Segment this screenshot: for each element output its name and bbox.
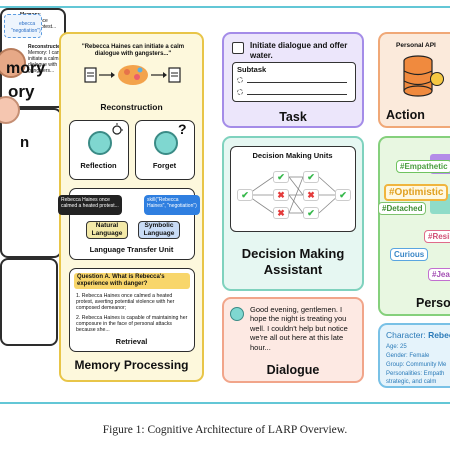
personality-panel: #Empathetic #Optimistic #Detached #Resil… <box>378 136 450 316</box>
decision-units-label: Decision Making Units <box>252 151 333 160</box>
retrieval-label: Retrieval <box>115 337 148 346</box>
action-title: Action <box>386 108 425 122</box>
character-group: Group: Community Me <box>386 362 447 368</box>
symbolic-memory-bubble: skill("Rebecca Haines", "negotiation") <box>144 195 200 215</box>
personal-api-label: Personal API <box>396 42 436 49</box>
bullet-icon <box>237 77 243 83</box>
reconstructed-line-1: Reconstructed <box>28 44 64 50</box>
reconstruction-label: Reconstruction <box>100 102 163 112</box>
memory-snippet-box: ebecca "negotiation") <box>4 14 42 38</box>
checkbox-icon <box>232 42 244 54</box>
task-item: Initiate dialogue and offer water. <box>250 41 348 60</box>
dialogue-panel: Good evening, gentlemen. I hope the nigh… <box>222 297 364 383</box>
reconstruction-graphic <box>84 65 181 85</box>
memory-store-panel-partial: ebecca "negotiation") mory <box>0 14 58 346</box>
avatar <box>0 96 20 124</box>
check-icon: ✔ <box>303 171 319 183</box>
character-header: Character: Rebecc <box>386 330 450 340</box>
natural-memory-bubble: Rebecca Haines once calmed a heated prot… <box>58 195 122 215</box>
avatar <box>154 131 178 155</box>
memory-title-partial-2: mory <box>6 60 46 77</box>
action-panel: Personal API Action <box>378 32 450 128</box>
check-icon: ✔ <box>335 189 351 201</box>
task-panel: Initiate dialogue and offer water. Subta… <box>222 32 364 128</box>
memory-snippet-line-2: "negotiation") <box>11 28 41 34</box>
trait-tag: #Empathetic <box>396 160 450 173</box>
check-icon: ✔ <box>273 171 289 183</box>
trait-tag: #Optimistic <box>384 184 449 201</box>
subtask-line <box>247 82 347 83</box>
forget-box: ? Forget <box>135 120 195 180</box>
natural-language-box: Natural Language <box>86 221 128 239</box>
check-icon: ✔ <box>303 207 319 219</box>
gear-icon <box>430 72 444 86</box>
document-icon <box>84 67 97 83</box>
reconstructed-line-2: Memory: I can <box>28 50 60 56</box>
symbolic-language-box: Symbolic Language <box>138 221 180 239</box>
reconstruction-quote: "Rebecca Haines can initiate a calm dial… <box>81 44 185 57</box>
answer-1: 1. Rebecca Haines once calmed a heated p… <box>76 293 175 312</box>
question-box: Question A. What is Rebecca's experience… <box>74 273 190 289</box>
memory-processing-panel: "Rebecca Haines can initiate a calm dial… <box>58 32 204 382</box>
avatar <box>0 48 26 78</box>
answer-2: 2. Rebecca Haines is capable of maintain… <box>76 315 188 334</box>
trait-tag: #Detached <box>378 202 427 215</box>
bullet-icon <box>237 89 243 95</box>
check-icon: ✔ <box>237 189 253 201</box>
character-panel: Character: Rebecc Age: 25 Gender: Female… <box>378 323 450 388</box>
reflection-box: Reflection <box>69 120 129 180</box>
memory-title-partial: ory <box>8 82 35 101</box>
memory-processing-title: Memory Processing <box>74 358 189 372</box>
reconstructed-line-3: initiate a calm <box>28 56 59 62</box>
trait-tag: #Jea <box>428 268 450 281</box>
decision-units-box: Decision Making Units ✔ ✔ ✖ ✖ ✔ ✖ ✔ ✔ <box>230 146 356 232</box>
persona-panel-partial: n <box>0 48 62 258</box>
trait-tag: Curious <box>390 248 429 261</box>
cross-icon: ✖ <box>273 207 289 219</box>
avatar <box>230 307 244 321</box>
panel-title-partial: n <box>20 134 30 151</box>
character-gender: Gender: Female <box>386 353 430 359</box>
task-title: Task <box>279 110 307 124</box>
retrieval-box: Question A. What is Rebecca's experience… <box>69 268 195 352</box>
brain-icon <box>118 65 148 85</box>
avatar <box>88 131 112 155</box>
character-personalities: Personalities: Empath <box>386 371 445 377</box>
trait-tag: #Resilient <box>424 230 450 243</box>
dialogue-text: Good evening, gentlemen. I hope the nigh… <box>250 305 348 352</box>
subtask-label: Subtask <box>237 65 267 74</box>
database-icon <box>403 55 433 97</box>
figure-caption: Figure 1: Cognitive Architecture of LARP… <box>102 424 348 436</box>
document-icon <box>168 67 181 83</box>
dialogue-title: Dialogue <box>266 363 320 377</box>
question-mark-icon: ? <box>178 121 187 137</box>
language-transfer-unit-label: Language Transfer Unit <box>89 245 174 254</box>
subtask-line <box>247 94 347 95</box>
memory-snippet-line-1: ebecca <box>19 21 36 27</box>
cross-icon: ✖ <box>303 189 319 201</box>
decision-making-panel: Decision Making Units ✔ ✔ ✖ ✖ ✔ ✖ ✔ ✔ De… <box>222 136 364 291</box>
language-transfer-unit-box: Rebecca Haines once calmed a heated prot… <box>58 188 200 260</box>
lightbulb-icon <box>112 123 123 135</box>
reflection-label: Reflection <box>80 161 117 170</box>
personality-title: Perso <box>416 296 450 310</box>
cross-icon: ✖ <box>273 189 289 201</box>
character-traits: strategic, and calm <box>386 379 437 385</box>
decision-making-title: Decision Making Assistant <box>241 246 345 277</box>
subtask-box: Subtask <box>232 62 356 102</box>
character-label: Character: <box>386 330 426 340</box>
character-age: Age: 25 <box>386 344 407 350</box>
forget-label: Forget <box>152 161 177 170</box>
reconstructed-line-5: gangsters... <box>28 68 55 74</box>
reconstructed-line-4: dialogue with <box>28 62 58 68</box>
character-name: Rebecc <box>428 330 450 340</box>
architecture-figure: Memory: Haines once heated protest... Re… <box>0 6 450 404</box>
